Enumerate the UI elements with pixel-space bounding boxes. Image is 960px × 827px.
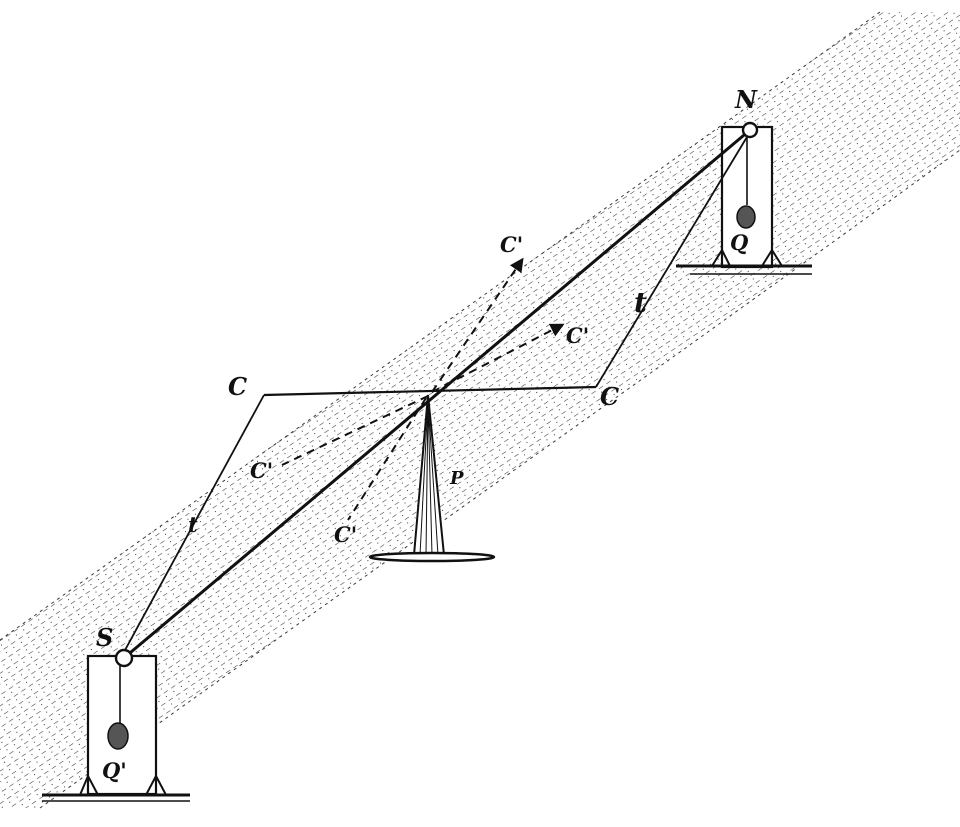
- label-n: N: [734, 85, 758, 114]
- label-c-lower: C': [334, 522, 357, 547]
- weight-q-prime: [107, 666, 129, 750]
- label-t-left: t: [188, 512, 198, 537]
- pulley-s: [114, 648, 134, 668]
- thread-left: [123, 394, 265, 653]
- label-c-upper: C': [500, 232, 523, 257]
- force-arrow-right: [431, 323, 565, 393]
- thread-right: [595, 131, 751, 388]
- label-c-left: C: [228, 372, 247, 401]
- field-band-upper-edge: [0, 11, 881, 641]
- force-arrow-lower: [347, 397, 427, 521]
- label-t-right: t: [634, 286, 647, 319]
- label-q: Q: [730, 230, 748, 255]
- weight-q: [736, 138, 756, 229]
- magnetic-needle: [123, 128, 751, 660]
- label-c-right: C: [600, 382, 619, 411]
- horizontal-line-c-c: [263, 385, 597, 397]
- label-p: P: [449, 468, 464, 489]
- pulley-n: [741, 121, 759, 139]
- label-q-prime: Q': [102, 758, 127, 783]
- field-band-lower-edge: [39, 149, 960, 809]
- magnetic-field-band: [0, 12, 960, 808]
- label-s: S: [96, 623, 113, 652]
- label-c-right-mid: C': [566, 323, 589, 348]
- pivot-support: [368, 394, 496, 563]
- force-arrow-upper: [431, 257, 524, 393]
- label-c-left-mid: C': [250, 458, 273, 483]
